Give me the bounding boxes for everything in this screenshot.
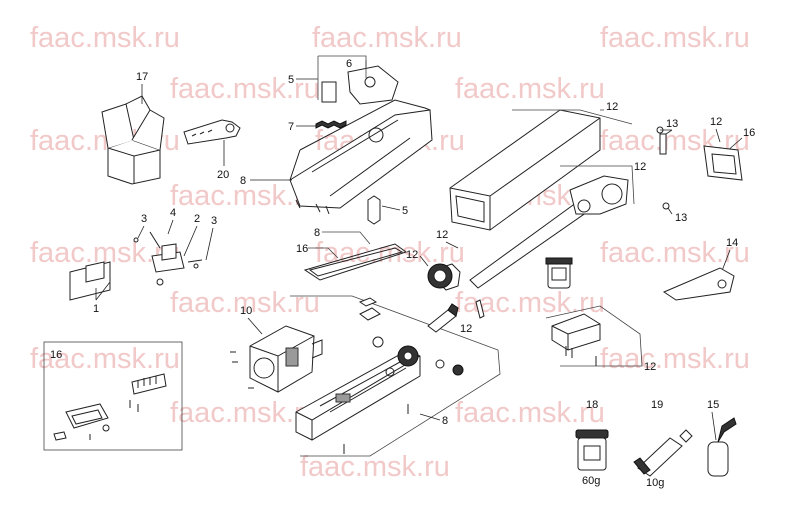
tube-weight: 10g xyxy=(646,477,664,489)
grease-weight: 60g xyxy=(582,475,600,487)
watermark: faac.msk.ru xyxy=(600,343,750,375)
callout-13: 13 xyxy=(666,118,678,130)
watermark: faac.msk.ru xyxy=(30,22,180,54)
key-pin xyxy=(475,299,485,319)
base-housing xyxy=(295,349,421,441)
box-icon xyxy=(101,95,165,185)
terminal-block xyxy=(131,373,167,395)
motor-icon xyxy=(249,325,323,393)
callout-12f: 12 xyxy=(460,323,472,335)
callout-8c: 8 xyxy=(442,415,448,427)
grease-jar-large xyxy=(575,429,609,471)
callout-10: 10 xyxy=(240,305,252,317)
callout-16c: 16 xyxy=(50,349,62,361)
callout-3: 3 xyxy=(141,213,147,225)
screw xyxy=(367,195,381,225)
callout-13b: 13 xyxy=(675,212,687,224)
callout-2: 2 xyxy=(194,213,200,225)
callout-12g: 12 xyxy=(644,361,656,373)
inset-panel xyxy=(43,341,183,451)
grease-tube-large xyxy=(633,429,693,477)
callout-18: 18 xyxy=(586,399,598,411)
gear-parts xyxy=(358,297,464,376)
callout-8: 8 xyxy=(240,175,246,187)
screws xyxy=(89,400,139,440)
screws xyxy=(230,351,254,389)
grease-jar-icon xyxy=(545,257,573,289)
worm-screw-assembly xyxy=(427,175,629,291)
callout-6: 6 xyxy=(346,58,352,70)
callout-3b: 3 xyxy=(211,215,217,227)
capacitor-icon xyxy=(707,417,737,477)
callout-14: 14 xyxy=(726,237,738,249)
watermark: faac.msk.ru xyxy=(455,397,605,429)
callout-12e: 12 xyxy=(406,249,418,261)
key-icon xyxy=(183,119,241,145)
callout-16: 16 xyxy=(296,243,308,255)
cover-bracket xyxy=(551,313,601,351)
lock-assembly xyxy=(321,60,399,105)
watermark: faac.msk.ru xyxy=(170,73,320,105)
screws xyxy=(565,346,597,366)
callout-8b: 8 xyxy=(314,227,320,239)
callout-12b: 12 xyxy=(634,161,646,173)
callout-12d: 12 xyxy=(436,229,448,241)
watermark: faac.msk.ru xyxy=(170,287,320,319)
front-bracket xyxy=(703,145,743,181)
callout-16b: 16 xyxy=(743,127,755,139)
watermark: faac.msk.ru xyxy=(30,343,180,375)
callout-12: 12 xyxy=(606,101,618,113)
pin xyxy=(659,133,667,155)
callout-17: 17 xyxy=(136,71,148,83)
callout-1: 1 xyxy=(93,303,99,315)
rear-bracket xyxy=(69,231,203,301)
callout-20: 20 xyxy=(217,169,229,181)
grease-tube-icon xyxy=(427,303,459,333)
gasket xyxy=(303,243,408,281)
watermark: faac.msk.ru xyxy=(312,22,462,54)
lever xyxy=(662,267,735,301)
watermark: faac.msk.ru xyxy=(600,22,750,54)
callout-12c: 12 xyxy=(710,116,722,128)
watermark: faac.msk.ru xyxy=(455,73,605,105)
callout-5: 5 xyxy=(288,74,294,86)
callout-7: 7 xyxy=(288,121,294,133)
watermark: faac.msk.ru xyxy=(170,397,320,429)
top-cover xyxy=(289,99,433,215)
callout-15: 15 xyxy=(707,399,719,411)
connector-housing xyxy=(53,403,110,441)
callout-4: 4 xyxy=(170,207,176,219)
callout-5b: 5 xyxy=(402,205,408,217)
callout-19: 19 xyxy=(651,399,663,411)
